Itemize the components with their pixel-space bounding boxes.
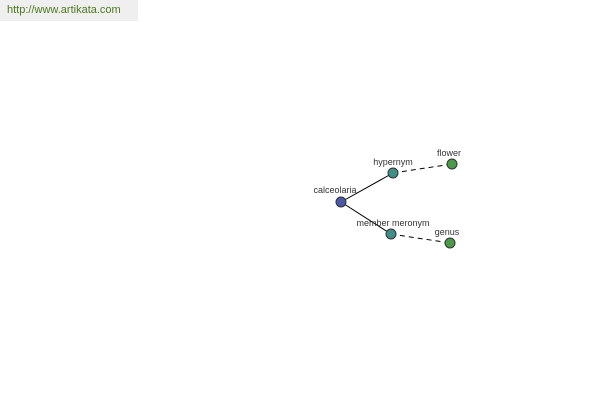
site-url-text: http://www.artikata.com [7, 4, 121, 16]
edge-hypernym-to-flower [392, 163, 453, 174]
target-node-flower[interactable] [446, 158, 458, 170]
target-node-genus[interactable] [444, 237, 456, 249]
relation-node-hypernym[interactable] [387, 167, 399, 179]
edge-root-to-hypernym [340, 172, 394, 203]
root-node-label: calceolaria [313, 185, 356, 195]
target-label-genus: genus [435, 227, 460, 237]
relation-label-member-meronym: member meronym [356, 218, 429, 228]
edge-root-to-member-meronym [340, 201, 392, 235]
edge-member-meronym-to-genus [390, 233, 451, 244]
target-label-flower: flower [437, 148, 461, 158]
relation-label-hypernym: hypernym [373, 157, 413, 167]
url-banner: http://www.artikata.com [0, 0, 138, 21]
root-node[interactable] [335, 196, 347, 208]
relation-node-member-meronym[interactable] [385, 228, 397, 240]
